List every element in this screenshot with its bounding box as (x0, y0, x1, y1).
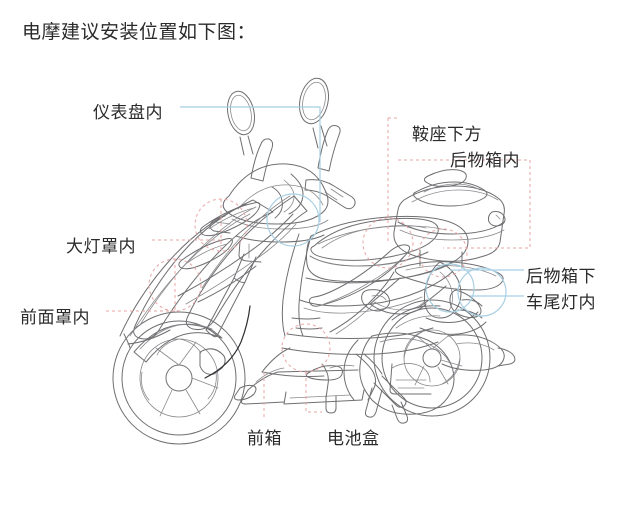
front-cowl (119, 195, 308, 349)
battery-cover (291, 317, 323, 330)
top-box (393, 169, 506, 269)
rear-fender (391, 305, 441, 329)
highlight-dashboard (266, 193, 320, 247)
callout-label-battery-box: 电池盒 (327, 429, 380, 448)
leader-battery-box (305, 372, 322, 413)
bracket-under-seat (387, 117, 398, 243)
highlight-rear-box (418, 228, 468, 278)
grab-rail (361, 261, 504, 315)
callout-label-rear-box-under: 后物箱下 (526, 267, 596, 286)
highlight-tail-light (457, 267, 507, 317)
leader-lines (106, 106, 524, 418)
exhaust (441, 334, 516, 371)
leader-dashboard (180, 106, 321, 222)
callout-label-tail-light: 车尾灯内 (526, 293, 596, 312)
seat (309, 217, 439, 267)
callout-label-front-box: 前箱 (247, 429, 282, 448)
callout-label-dashboard: 仪表盘内 (93, 103, 163, 122)
bracket-rear-box (398, 159, 531, 249)
callout-label-under-seat: 鞍座下方 (412, 125, 482, 144)
leader-front-cover (106, 259, 176, 312)
front-wheel (112, 311, 246, 445)
page-title: 电摩建议安装位置如下图： (22, 22, 257, 43)
center-stand (305, 353, 409, 424)
highlight-rear-box-under (425, 263, 475, 313)
scooter-drawing (112, 77, 516, 445)
highlight-under-seat (362, 217, 414, 269)
tail-light-assembly (419, 261, 487, 335)
callout-label-rear-box-in: 后物箱内 (450, 151, 520, 170)
rear-body-panel (299, 215, 469, 335)
front-fork (133, 253, 257, 379)
leader-headlight (152, 199, 222, 251)
callout-label-front-cover: 前面罩内 (20, 308, 90, 327)
footboard-frame (233, 233, 439, 405)
engine-swingarm (343, 332, 455, 415)
callout-label-headlight: 大灯罩内 (66, 237, 136, 256)
